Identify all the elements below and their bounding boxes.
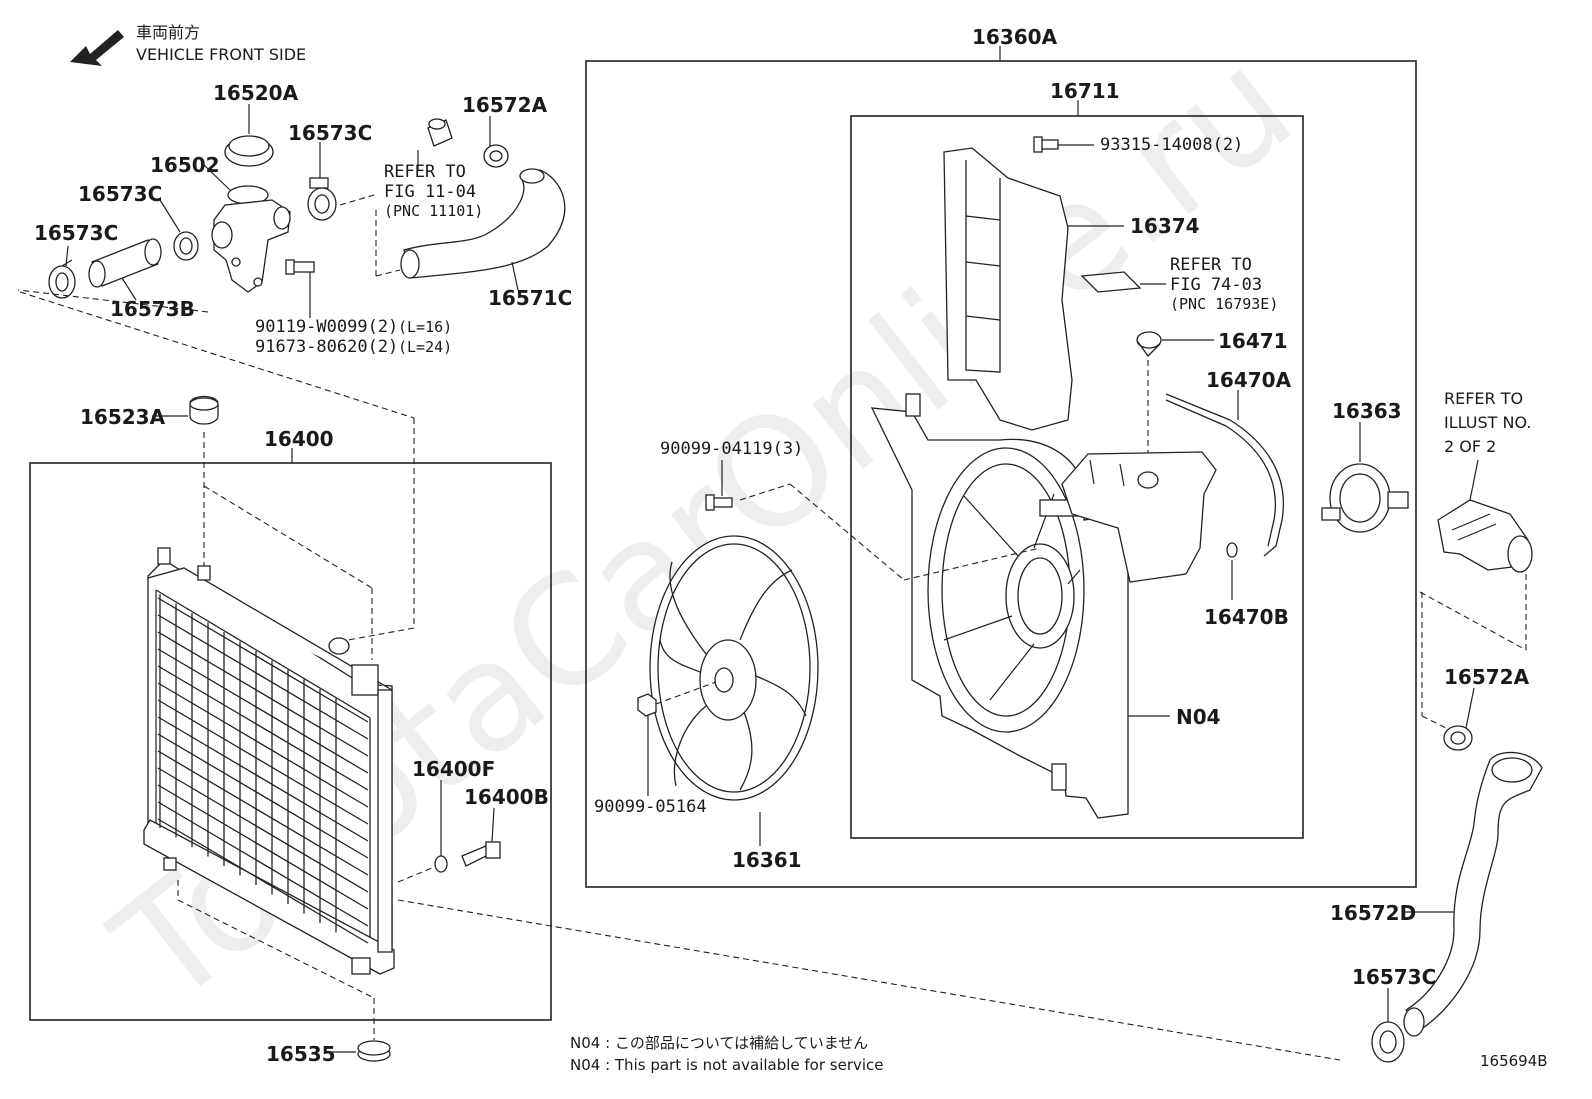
hose-clamp-drawing (307, 177, 337, 221)
fan-bolt-drawing (705, 494, 733, 511)
hose-clip-drawing (1226, 542, 1238, 558)
filler-neck-drawing (211, 185, 291, 293)
reference-3-line1: REFER TO (1444, 389, 1523, 408)
fastener-90099-05164: 90099-05164 (594, 797, 707, 817)
part-16363: 16363 (1332, 399, 1402, 423)
radiator-core-grid (157, 594, 369, 944)
part-16571C: 16571C (488, 286, 572, 310)
part-16400: 16400 (264, 427, 334, 451)
lower-hose-drawing (1403, 751, 1543, 1037)
part-16502: 16502 (150, 153, 220, 177)
reference-3-line3: 2 OF 2 (1444, 437, 1496, 456)
part-16523A: 16523A (80, 405, 166, 429)
reference-2-line3: (PNC 16793E) (1170, 295, 1278, 313)
part-16573C-b: 16573C (78, 182, 162, 206)
air-deflector-drawing (943, 147, 1073, 431)
part-16361: 16361 (732, 848, 802, 872)
reserve-tank-drawing (1061, 451, 1217, 583)
part-16470B: 16470B (1204, 605, 1289, 629)
hose-clamp-drawing (48, 259, 76, 299)
drain-cock-drawing (461, 841, 501, 867)
part-16711: 16711 (1050, 79, 1120, 103)
shroud-assembly-frame (850, 115, 1304, 839)
direction-label-jp: 車両前方 (136, 23, 200, 42)
part-16572A-top: 16572A (462, 93, 548, 117)
part-16573C-c: 16573C (34, 221, 118, 245)
radiator-cushion-bottom-drawing (357, 1040, 391, 1062)
radiator-cap-drawing (224, 135, 274, 167)
pipe-reference-drawing (427, 118, 453, 147)
diagram-id: 165694B (1480, 1052, 1548, 1070)
note-japanese: N04 : この部品については補給していません (570, 1034, 868, 1052)
fan-assembly-frame (585, 60, 1417, 888)
hose-clamp-drawing (1443, 725, 1473, 751)
water-outlet-drawing (1437, 499, 1533, 573)
hose-clamp-drawing (483, 144, 509, 168)
fastener-91673-length: (L=24) (398, 338, 452, 356)
reserve-tank-hose-drawing (1165, 393, 1284, 557)
front-direction-arrow-icon (70, 30, 124, 66)
radiator-group-frame (29, 462, 552, 1021)
part-N04: N04 (1176, 705, 1221, 729)
part-16572D: 16572D (1330, 901, 1416, 925)
part-16573C-a: 16573C (288, 121, 372, 145)
part-16535: 16535 (266, 1042, 336, 1066)
direction-label-en: VEHICLE FRONT SIDE (136, 45, 306, 64)
part-16360A: 16360A (972, 25, 1058, 49)
reserve-tank-cap-drawing (1136, 331, 1162, 358)
reference-1-line1: REFER TO (384, 162, 466, 182)
part-16400B: 16400B (464, 785, 549, 809)
short-hose-drawing (88, 238, 162, 288)
fan-motor-drawing (1321, 463, 1409, 533)
reference-1-line2: FIG 11-04 (384, 182, 476, 202)
fastener-90099-04119: 90099-04119(3) (660, 439, 803, 459)
hose-clamp-drawing (173, 231, 199, 261)
fastener-90119-length: (L=16) (398, 318, 452, 336)
fastener-90119: 90119-W0099(2) (255, 317, 398, 337)
radiator-cushion-top-drawing (189, 395, 219, 425)
fan-nut-drawing (637, 693, 657, 717)
upper-hose-drawing (400, 168, 566, 279)
part-16400F: 16400F (412, 757, 495, 781)
caution-label-drawing (1080, 271, 1142, 293)
fastener-93315: 93315-14008(2) (1100, 135, 1243, 155)
part-16520A: 16520A (213, 81, 299, 105)
part-16573B: 16573B (110, 297, 195, 321)
note-english: N04 : This part is not available for ser… (570, 1056, 884, 1074)
reference-3-line2: ILLUST NO. (1444, 413, 1531, 432)
part-16573C-bottom: 16573C (1352, 965, 1436, 989)
part-16374: 16374 (1130, 214, 1200, 238)
drain-o-ring-drawing (434, 855, 448, 873)
reference-2-line2: FIG 74-03 (1170, 275, 1262, 295)
part-16470A: 16470A (1206, 368, 1292, 392)
bolt-drawing (285, 259, 315, 275)
reference-2-line1: REFER TO (1170, 255, 1252, 275)
radiator-drawing (143, 547, 395, 975)
cooling-fan-drawing (649, 535, 819, 801)
reference-1-line3: (PNC 11101) (384, 202, 483, 220)
part-16471: 16471 (1218, 329, 1288, 353)
hose-clamp-drawing (1371, 1021, 1405, 1063)
fan-shroud-drawing (870, 393, 1129, 819)
screw-drawing (1033, 136, 1059, 153)
part-16572A-right: 16572A (1444, 665, 1530, 689)
fastener-91673: 91673-80620(2) (255, 337, 398, 357)
